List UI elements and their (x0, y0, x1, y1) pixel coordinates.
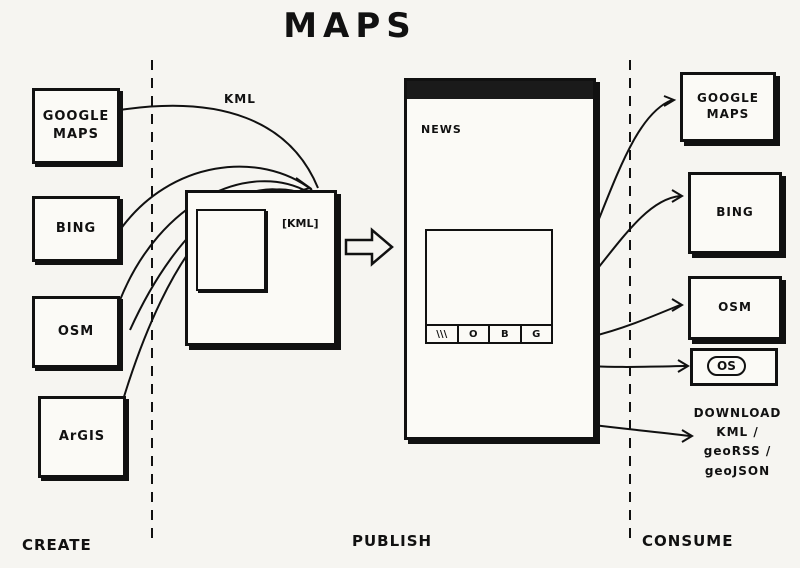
page-header-bar (407, 81, 593, 99)
download-line: DOWNLOAD (693, 406, 782, 420)
output-osm: OSM (688, 276, 782, 340)
output-label: GOOGLE (697, 91, 759, 106)
download-line: KML / (716, 425, 759, 440)
source-label: BING (55, 221, 97, 237)
download-line: geoJSON (704, 463, 771, 478)
source-label: OSM (57, 324, 95, 340)
page-news-heading: NEWS (421, 123, 462, 136)
output-bing: BING (688, 172, 782, 254)
download-line: geoRSS / (703, 444, 772, 459)
map-tab: G (532, 328, 541, 340)
column-label-create: CREATE (22, 536, 92, 554)
source-label: GOOGLE (42, 109, 110, 125)
column-label-publish: PUBLISH (352, 532, 433, 550)
source-google-maps: GOOGLE MAPS (32, 88, 120, 164)
publish-web-page: NEWS \\\ O B G (404, 78, 596, 440)
output-label: BING (716, 205, 754, 220)
embedded-map (425, 229, 553, 329)
source-label: MAPS (53, 127, 99, 142)
output-label: OSM (718, 300, 752, 315)
source-bing: BING (32, 196, 120, 262)
editor-kml-tag: [KML] (282, 217, 319, 230)
kml-label: KML (224, 92, 256, 106)
source-label: ArGIS (58, 429, 106, 445)
editor-panel (196, 209, 266, 291)
download-formats: DOWNLOAD KML / geoRSS / geoJSON (680, 404, 795, 481)
column-label-consume: CONSUME (642, 532, 734, 550)
source-osm: OSM (32, 296, 120, 368)
kml-editor-window: [KML] (185, 190, 337, 346)
source-arcgis: ArGIS (38, 396, 126, 478)
output-google-maps: GOOGLE MAPS (680, 72, 776, 142)
output-label: MAPS (706, 107, 750, 121)
map-tab-bar: \\\ O B G (425, 324, 553, 344)
output-os: OS (690, 348, 778, 386)
output-label: OS (707, 356, 746, 376)
map-tab: B (490, 326, 522, 342)
map-tab: O (459, 326, 490, 342)
map-tab: \\\ (427, 326, 459, 342)
diagram-title: MAPS (283, 6, 417, 46)
